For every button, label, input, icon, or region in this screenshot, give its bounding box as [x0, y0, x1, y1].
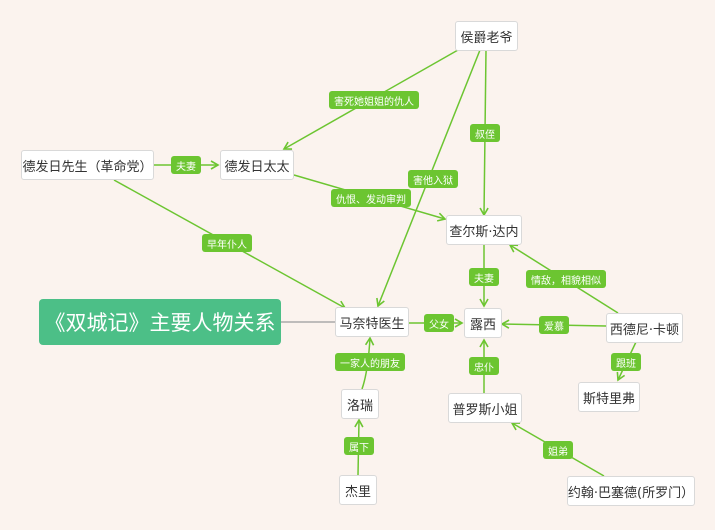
edge-label-marquis-madame: 害死她姐姐的仇人: [329, 91, 419, 109]
edge-label-marquis-manette: 害他入狱: [408, 170, 458, 188]
canvas-edge: [715, 0, 720, 530]
edge-label-defarge-madame: 夫妻: [171, 156, 201, 174]
node-charles-darnay[interactable]: 查尔斯·达内: [446, 215, 522, 245]
edge-label-madame-charles: 仇恨、发动审判: [331, 189, 411, 207]
edge-label-charles-lucie: 夫妻: [469, 268, 499, 286]
edge-label-manette-lucie: 父女: [424, 314, 454, 332]
edge-label-solomon-pross: 姐弟: [543, 441, 573, 459]
edge-label-pross-lucie: 忠仆: [469, 357, 499, 375]
diagram-title: 《双城记》主要人物关系: [39, 299, 281, 345]
node-jerry[interactable]: 杰里: [339, 475, 377, 505]
edge-label-lorry-manette: 一家人的朋友: [335, 353, 405, 371]
node-marquis[interactable]: 侯爵老爷: [455, 21, 518, 51]
node-madame-defarge[interactable]: 德发日太太: [220, 150, 294, 180]
node-lorry[interactable]: 洛瑞: [341, 389, 379, 419]
edge-label-marquis-charles: 叔侄: [470, 124, 500, 142]
edge-label-sydney-lucie: 爱慕: [539, 316, 569, 334]
node-miss-pross[interactable]: 普罗斯小姐: [448, 393, 522, 423]
node-doctor-manette[interactable]: 马奈特医生: [335, 307, 409, 337]
edge-label-jerry-lorry: 属下: [344, 437, 374, 455]
node-solomon[interactable]: 约翰·巴塞德(所罗门）: [567, 476, 695, 506]
node-lucie[interactable]: 露西: [464, 308, 502, 338]
edge-label-sydney-charles: 情敌，相貌相似: [526, 270, 606, 288]
edge-label-defarge-manette: 早年仆人: [202, 234, 252, 252]
edge-label-sydney-stryver: 跟班: [611, 353, 641, 371]
node-stryver[interactable]: 斯特里弗: [578, 382, 640, 412]
node-sydney-carton[interactable]: 西德尼·卡顿: [606, 313, 683, 343]
node-defarge[interactable]: 德发日先生（革命党）: [21, 150, 154, 180]
